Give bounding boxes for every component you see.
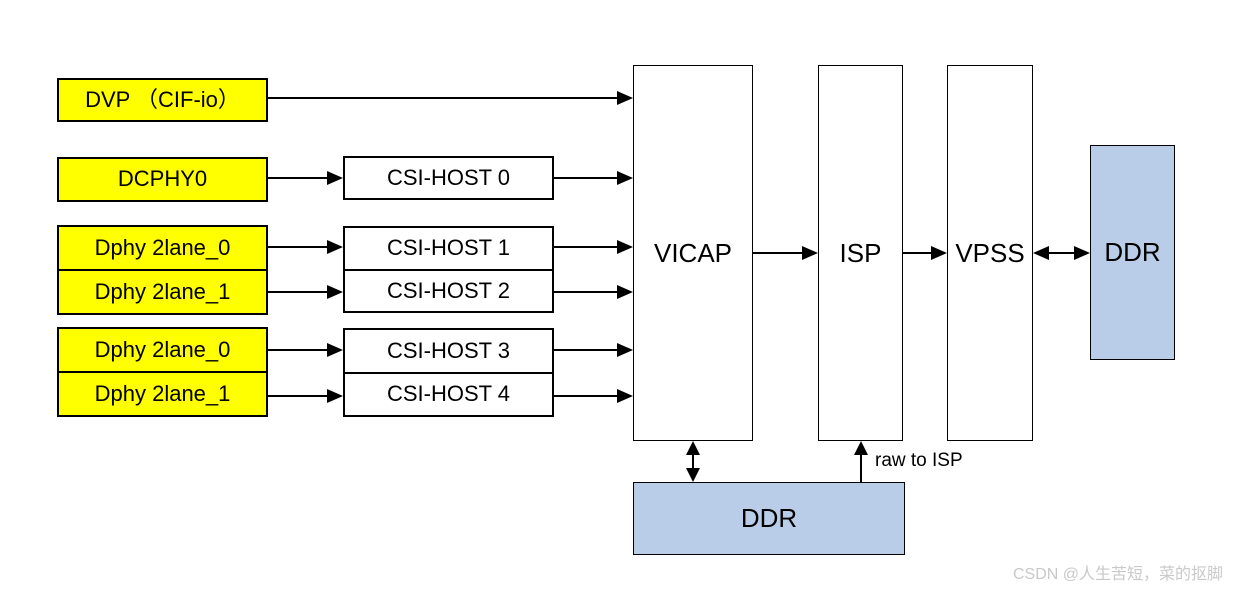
arrow-shaft — [268, 246, 327, 248]
arrow-dphy0b-to-csi3 — [268, 342, 343, 358]
arrow-up-icon — [686, 441, 700, 455]
csi-host-3-label: CSI-HOST 3 — [386, 337, 511, 363]
vpss-block: VPSS — [947, 65, 1033, 441]
arrow-right-icon — [617, 91, 633, 105]
phy-box-dphy-2lane-0-a: Dphy 2lane_0 — [59, 227, 266, 269]
arrow-vpss-ddr-bidirectional — [1033, 245, 1090, 261]
arrow-shaft — [554, 349, 617, 351]
arrow-shaft — [268, 97, 617, 99]
arrow-right-icon — [327, 389, 343, 403]
phy-box-dphy-2lane-1-a-label: Dphy 2lane_1 — [94, 279, 231, 304]
arrow-right-icon — [802, 246, 818, 260]
ddr-bottom-block: DDR — [633, 482, 905, 555]
arrow-shaft — [903, 252, 931, 254]
arrow-vicap-ddr-bidirectional — [685, 441, 701, 482]
csi-host-2-box: CSI-HOST 2 — [345, 268, 552, 312]
csi-host-1-box: CSI-HOST 1 — [345, 228, 552, 269]
csi-host-group-12: CSI-HOST 1 CSI-HOST 2 — [343, 226, 554, 313]
arrow-vicap-to-isp — [753, 245, 818, 261]
arrow-dphy1b-to-csi4 — [268, 388, 343, 404]
csi-host-0-box: CSI-HOST 0 — [343, 156, 554, 200]
arrow-shaft — [753, 252, 802, 254]
arrow-shaft — [268, 177, 327, 179]
phy-group-2: Dphy 2lane_0 Dphy 2lane_1 — [57, 327, 268, 417]
arrow-shaft — [268, 349, 327, 351]
arrow-right-icon — [327, 343, 343, 357]
csi-host-3-box: CSI-HOST 3 — [345, 330, 552, 372]
ddr-right-block: DDR — [1090, 145, 1175, 360]
phy-group-1: Dphy 2lane_0 Dphy 2lane_1 — [57, 225, 268, 315]
csi-host-2-label: CSI-HOST 2 — [386, 277, 511, 303]
phy-box-dphy-2lane-1-b-label: Dphy 2lane_1 — [94, 381, 231, 406]
arrow-isp-to-vpss — [903, 245, 947, 261]
isp-label: ISP — [839, 237, 882, 268]
phy-box-dcphy0-label: DCPHY0 — [117, 166, 208, 192]
phy-box-dphy-2lane-0-b: Dphy 2lane_0 — [59, 329, 266, 371]
arrow-down-icon — [686, 468, 700, 482]
arrow-csi2-to-vicap — [554, 284, 633, 300]
csi-host-0-label: CSI-HOST 0 — [386, 164, 511, 190]
isp-block: ISP — [818, 65, 903, 441]
arrow-shaft — [554, 291, 617, 293]
arrow-shaft — [860, 455, 862, 482]
arrow-right-icon — [617, 285, 633, 299]
arrow-right-icon — [617, 343, 633, 357]
phy-box-dphy-2lane-1-a: Dphy 2lane_1 — [59, 269, 266, 313]
phy-box-dcphy0: DCPHY0 — [57, 157, 268, 202]
arrow-right-icon — [327, 240, 343, 254]
arrow-shaft — [692, 455, 694, 468]
csi-host-1-label: CSI-HOST 1 — [386, 235, 511, 261]
vpss-label: VPSS — [955, 237, 1025, 268]
ddr-bottom-label: DDR — [740, 503, 798, 534]
csi-host-4-label: CSI-HOST 4 — [386, 381, 511, 407]
arrow-right-icon — [931, 246, 947, 260]
arrow-right-icon — [617, 240, 633, 254]
arrow-shaft — [268, 395, 327, 397]
arrow-up-icon — [854, 441, 868, 455]
arrow-dcphy0-to-csi0 — [268, 170, 343, 186]
arrow-dphy1a-to-csi2 — [268, 284, 343, 300]
arrow-shaft — [268, 291, 327, 293]
arrow-csi1-to-vicap — [554, 239, 633, 255]
arrow-csi3-to-vicap — [554, 342, 633, 358]
arrow-right-icon — [1074, 246, 1090, 260]
arrow-left-icon — [1033, 246, 1049, 260]
csi-host-group-34: CSI-HOST 3 CSI-HOST 4 — [343, 328, 554, 417]
phy-box-dphy-2lane-0-a-label: Dphy 2lane_0 — [94, 235, 231, 260]
arrow-right-icon — [327, 171, 343, 185]
phy-box-dvp: DVP （CIF-io） — [57, 78, 268, 122]
ddr-right-label: DDR — [1104, 237, 1161, 268]
arrow-ddr-to-isp — [853, 441, 869, 482]
arrow-csi4-to-vicap — [554, 388, 633, 404]
arrow-shaft — [554, 246, 617, 248]
phy-box-dphy-2lane-0-b-label: Dphy 2lane_0 — [94, 337, 231, 362]
arrow-right-icon — [617, 171, 633, 185]
arrow-csi0-to-vicap — [554, 170, 633, 186]
arrow-shaft — [554, 395, 617, 397]
phy-box-dphy-2lane-1-b: Dphy 2lane_1 — [59, 371, 266, 415]
arrow-shaft — [554, 177, 617, 179]
arrow-shaft — [1049, 252, 1074, 254]
watermark: CSDN @人生苦短，菜的抠脚 — [1012, 566, 1223, 583]
csi-host-4-box: CSI-HOST 4 — [345, 371, 552, 416]
raw-to-isp-label: raw to ISP — [875, 450, 963, 471]
arrow-right-icon — [617, 389, 633, 403]
vicap-label: VICAP — [653, 237, 733, 268]
phy-box-dvp-label: DVP （CIF-io） — [85, 86, 240, 112]
arrow-dphy0a-to-csi1 — [268, 239, 343, 255]
vicap-block: VICAP — [633, 65, 753, 441]
arrow-dvp-to-vicap — [268, 90, 633, 106]
arrow-right-icon — [327, 285, 343, 299]
